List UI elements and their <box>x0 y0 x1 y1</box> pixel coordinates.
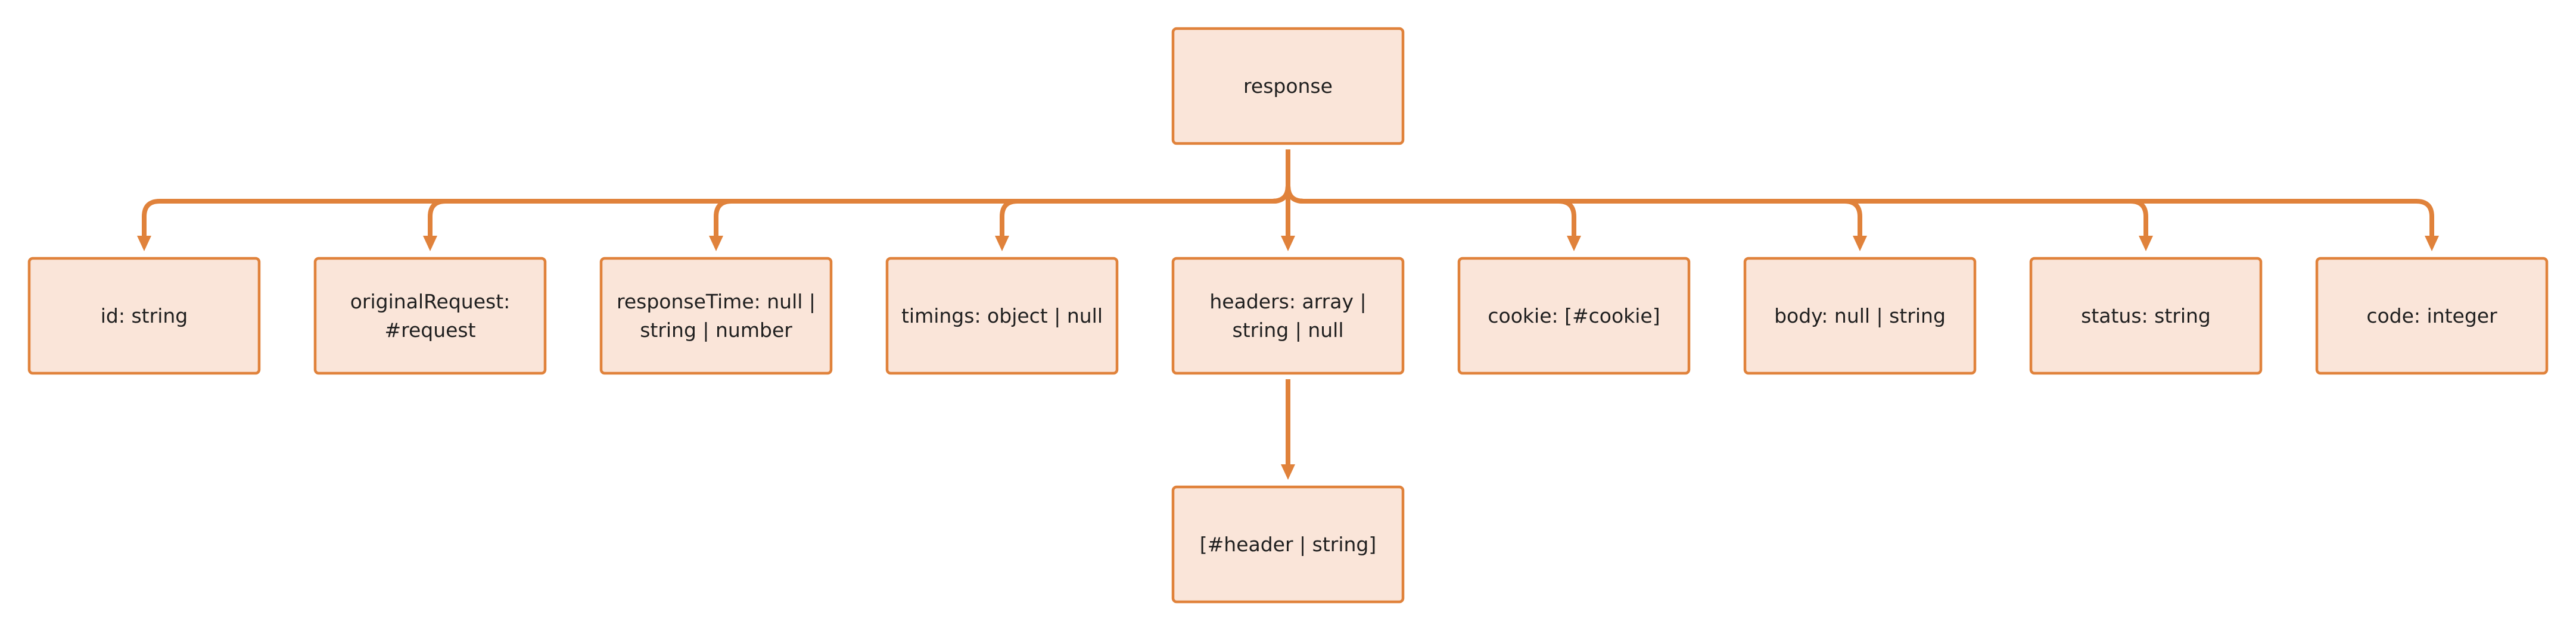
node-box <box>1743 257 1977 375</box>
node-box <box>313 257 547 375</box>
node-label: headers: array | <box>1209 290 1366 313</box>
node-status: status: string <box>2029 257 2263 375</box>
node-label: #request <box>384 318 475 342</box>
node-box <box>2315 257 2549 375</box>
node-label: response <box>1243 74 1333 98</box>
node-box <box>27 257 261 375</box>
edge-response-to-timings <box>1000 149 1290 237</box>
nodes-layer: response id: string originalRequest: #reque… <box>27 27 2549 604</box>
arrowhead-headers <box>1281 236 1295 251</box>
node-code: code: integer <box>2315 257 2549 375</box>
arrowhead-status <box>2139 236 2153 251</box>
node-original-request: originalRequest: #request <box>313 257 547 375</box>
node-timings: timings: object | null <box>885 257 1119 375</box>
node-response: response <box>1171 27 1405 145</box>
node-box <box>599 257 833 375</box>
node-header-item: [#header | string] <box>1171 485 1405 604</box>
node-box <box>885 257 1119 375</box>
arrowhead-code <box>2425 236 2439 251</box>
node-label: cookie: [#cookie] <box>1488 304 1660 327</box>
node-box <box>1171 257 1405 375</box>
edge-response-to-cookie <box>1286 149 1576 237</box>
edges-layer <box>137 149 2439 480</box>
arrowhead-header-item <box>1281 464 1295 480</box>
node-cookie: cookie: [#cookie] <box>1457 257 1691 375</box>
node-label: originalRequest: <box>350 290 511 313</box>
node-body: body: null | string <box>1743 257 1977 375</box>
node-box <box>1171 485 1405 604</box>
arrowhead-timings <box>995 236 1009 251</box>
node-id: id: string <box>27 257 261 375</box>
node-response-time: responseTime: null | string | number <box>599 257 833 375</box>
node-box <box>1171 27 1405 145</box>
arrowhead-body <box>1853 236 1867 251</box>
node-label: body: null | string <box>1774 304 1946 327</box>
arrowhead-response-time <box>709 236 723 251</box>
edge-response-to-original-request <box>428 149 1290 237</box>
node-label: string | number <box>640 318 792 342</box>
node-label: status: string <box>2081 304 2211 327</box>
node-box <box>1457 257 1691 375</box>
node-box <box>2029 257 2263 375</box>
node-label: id: string <box>101 304 188 327</box>
node-label: responseTime: null | <box>617 290 816 313</box>
edge-response-to-status <box>1286 149 2148 237</box>
node-label: string | null <box>1233 318 1344 342</box>
node-label: [#header | string] <box>1200 533 1376 556</box>
node-headers: headers: array | string | null <box>1171 257 1405 375</box>
node-label: code: integer <box>2366 304 2497 327</box>
arrowhead-original-request <box>423 236 437 251</box>
node-label: timings: object | null <box>901 304 1103 327</box>
edge-response-to-code <box>1286 149 2434 237</box>
arrowhead-id <box>137 236 151 251</box>
arrowhead-cookie <box>1567 236 1581 251</box>
